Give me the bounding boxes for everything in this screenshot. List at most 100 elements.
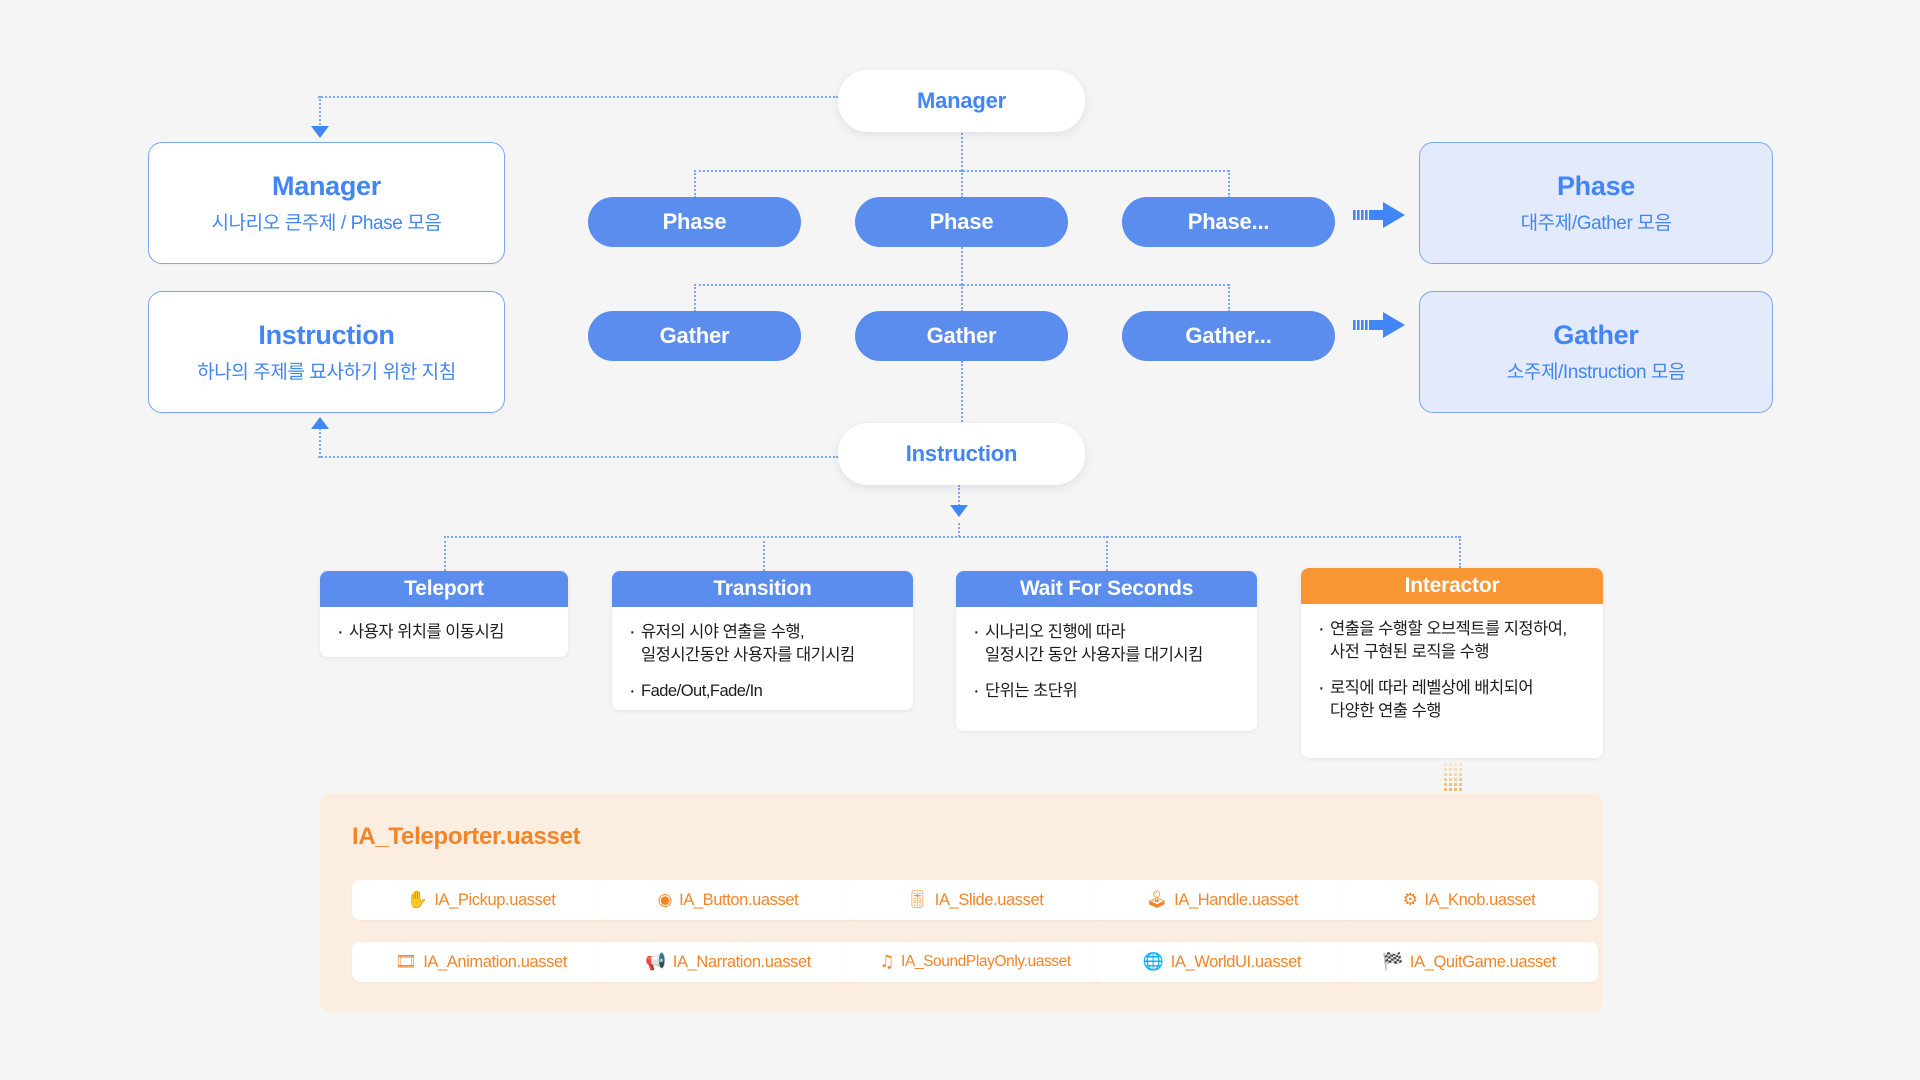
- legend-box-manager-title: Manager: [272, 170, 381, 201]
- asset-chip-ia-button-label: IA_Button.uasset: [679, 890, 799, 909]
- globe-icon: 🌐: [1142, 951, 1164, 972]
- definition-box-gather: Gather 소주제/Instruction 모음: [1419, 291, 1773, 413]
- connector-instruction-to-legend: [318, 456, 838, 458]
- legend-box-instruction-subtitle: 하나의 주제를 묘사하기 위한 지침: [197, 362, 456, 384]
- action-card-teleport-header: Teleport: [320, 571, 568, 607]
- action-card-interactor-body: 연출을 수행할 오브젝트를 지정하여, 사전 구현된 로직을 수행 로직에 따라…: [1301, 604, 1603, 738]
- connector-instruction-down: [958, 485, 960, 506]
- legend-box-instruction: Instruction 하나의 주제를 묘사하기 위한 지침: [148, 291, 505, 413]
- striped-arrow-gather: [1353, 310, 1407, 340]
- slider-icon: 🎚: [906, 889, 929, 910]
- gather-pill-2[interactable]: Gather: [855, 311, 1068, 361]
- action-card-wait-for-seconds[interactable]: Wait For Seconds 시나리오 진행에 따라 일정시간 동안 사용자…: [956, 571, 1257, 731]
- legend-box-instruction-title: Instruction: [258, 319, 395, 350]
- action-card-interactor-bullet-2: 로직에 따라 레벨상에 배치되어 다양한 연출 수행: [1317, 676, 1587, 724]
- connector-action-4-drop: [1459, 536, 1461, 568]
- asset-chip-ia-pickup-label: IA_Pickup.uasset: [434, 890, 556, 909]
- asset-chip-ia-animation[interactable]: 🎞 IA_Animation.uasset: [352, 942, 610, 982]
- action-card-wait-for-seconds-body: 시나리오 진행에 따라 일정시간 동안 사용자를 대기시킴 단위는 초단위: [956, 607, 1257, 717]
- action-card-transition-bullet-2: Fade/Out,Fade/In: [628, 679, 897, 703]
- connector-phase-down: [961, 247, 963, 285]
- connector-gather-3-drop: [1228, 284, 1230, 312]
- music-note-icon: ♫: [879, 951, 895, 972]
- action-card-transition-body: 유저의 시야 연출을 수행, 일정시간동안 사용자를 대기시킴 Fade/Out…: [612, 607, 913, 710]
- connector-action-1-drop: [444, 536, 446, 571]
- action-card-wait-for-seconds-title: Wait For Seconds: [1019, 577, 1194, 600]
- action-card-wait-for-seconds-bullet-2: 단위는 초단위: [972, 679, 1241, 703]
- phase-pill-1-label: Phase: [662, 209, 727, 234]
- definition-box-phase-subtitle: 대주제/Gather 모음: [1520, 213, 1672, 234]
- definition-box-gather-title: Gather: [1553, 320, 1639, 350]
- action-card-teleport-body: 사용자 위치를 이동시킴: [320, 607, 568, 657]
- asset-chip-ia-button[interactable]: ◉ IA_Button.uasset: [599, 880, 857, 920]
- action-card-wait-for-seconds-bullet-1: 시나리오 진행에 따라 일정시간 동안 사용자를 대기시킴: [972, 620, 1241, 668]
- asset-chip-ia-worldui-label: IA_WorldUI.uasset: [1170, 952, 1302, 971]
- action-card-transition-bullet-1: 유저의 시야 연출을 수행, 일정시간동안 사용자를 대기시킴: [628, 620, 897, 668]
- action-card-interactor-bullet-1: 연출을 수행할 오브젝트를 지정하여, 사전 구현된 로직을 수행: [1317, 617, 1587, 665]
- connector-gather-2-drop: [961, 284, 963, 312]
- action-card-interactor[interactable]: Interactor 연출을 수행할 오브젝트를 지정하여, 사전 구현된 로직…: [1301, 568, 1603, 758]
- arrowhead-instruction-legend: [311, 417, 329, 429]
- asset-chip-ia-soundplayonly[interactable]: ♫ IA_SoundPlayOnly.uasset: [846, 942, 1104, 982]
- node-manager[interactable]: Manager: [838, 70, 1085, 132]
- connector-manager-legend-drop: [319, 96, 321, 128]
- phase-pill-1[interactable]: Phase: [588, 197, 801, 247]
- connector-manager-to-legend: [318, 96, 838, 98]
- phase-pill-3[interactable]: Phase...: [1122, 197, 1335, 247]
- asset-chip-ia-worldui[interactable]: 🌐 IA_WorldUI.uasset: [1093, 942, 1351, 982]
- asset-chip-ia-soundplayonly-label: IA_SoundPlayOnly.uasset: [901, 953, 1071, 970]
- gather-pill-3-label: Gather...: [1185, 323, 1272, 348]
- action-card-teleport-title: Teleport: [404, 577, 484, 600]
- action-card-interactor-title: Interactor: [1404, 574, 1500, 597]
- button-icon: ◉: [657, 889, 673, 910]
- joystick-icon: 🕹: [1145, 889, 1168, 910]
- connector-gather-to-instruction: [961, 361, 963, 422]
- phase-pill-2[interactable]: Phase: [855, 197, 1068, 247]
- node-manager-label: Manager: [916, 88, 1007, 113]
- definition-box-phase: Phase 대주제/Gather 모음: [1419, 142, 1773, 264]
- gather-pill-2-label: Gather: [926, 323, 997, 348]
- gather-pill-1[interactable]: Gather: [588, 311, 801, 361]
- action-card-transition-title: Transition: [713, 577, 812, 600]
- connector-instruction-stem: [958, 523, 960, 537]
- asset-chip-ia-slide-label: IA_Slide.uasset: [934, 890, 1044, 909]
- connector-action-3-drop: [1106, 536, 1108, 571]
- action-card-teleport[interactable]: Teleport 사용자 위치를 이동시킴: [320, 571, 568, 657]
- phase-pill-2-label: Phase: [929, 209, 994, 234]
- connector-manager-down: [961, 133, 963, 171]
- asset-panel-title: IA_Teleporter.uasset: [352, 823, 581, 850]
- gear-icon: ⚙: [1402, 889, 1418, 910]
- gather-pill-3[interactable]: Gather...: [1122, 311, 1335, 361]
- asset-chip-ia-knob[interactable]: ⚙ IA_Knob.uasset: [1340, 880, 1598, 920]
- connector-action-2-drop: [763, 536, 765, 571]
- legend-box-manager: Manager 시나리오 큰주제 / Phase 모음: [148, 142, 505, 264]
- arrowhead-manager-legend: [311, 126, 329, 138]
- arrowhead-instruction-down: [950, 505, 968, 517]
- node-instruction[interactable]: Instruction: [838, 423, 1085, 485]
- definition-box-phase-title: Phase: [1556, 171, 1636, 201]
- action-card-transition[interactable]: Transition 유저의 시야 연출을 수행, 일정시간동안 사용자를 대기…: [612, 571, 913, 710]
- asset-chip-ia-handle[interactable]: 🕹 IA_Handle.uasset: [1093, 880, 1351, 920]
- action-card-transition-header: Transition: [612, 571, 913, 607]
- connector-gather-1-drop: [694, 284, 696, 312]
- asset-chip-ia-pickup[interactable]: ✋ IA_Pickup.uasset: [352, 880, 610, 920]
- asset-chip-ia-narration-label: IA_Narration.uasset: [672, 952, 812, 971]
- phase-pill-3-label: Phase...: [1187, 209, 1270, 234]
- connector-actions-bus: [444, 536, 1460, 538]
- asset-chip-ia-quitgame[interactable]: 🏁 IA_QuitGame.uasset: [1340, 942, 1598, 982]
- connector-phase-2-drop: [961, 170, 963, 198]
- asset-chip-ia-animation-label: IA_Animation.uasset: [423, 952, 567, 971]
- gather-pill-1-label: Gather: [659, 323, 730, 348]
- asset-chip-ia-slide[interactable]: 🎚 IA_Slide.uasset: [846, 880, 1104, 920]
- action-card-interactor-header: Interactor: [1301, 568, 1603, 604]
- connector-phase-3-drop: [1228, 170, 1230, 198]
- asset-chip-ia-narration[interactable]: 📢 IA_Narration.uasset: [599, 942, 857, 982]
- action-card-teleport-bullet-1: 사용자 위치를 이동시킴: [336, 620, 552, 644]
- asset-chip-ia-knob-label: IA_Knob.uasset: [1424, 890, 1536, 909]
- checkered-flag-icon: 🏁: [1382, 951, 1403, 972]
- connector-phase-1-drop: [694, 170, 696, 198]
- action-card-wait-for-seconds-header: Wait For Seconds: [956, 571, 1257, 607]
- definition-box-gather-subtitle: 소주제/Instruction 모음: [1506, 362, 1686, 383]
- connector-instruction-legend-rise: [319, 428, 321, 458]
- hand-icon: ✋: [406, 889, 428, 910]
